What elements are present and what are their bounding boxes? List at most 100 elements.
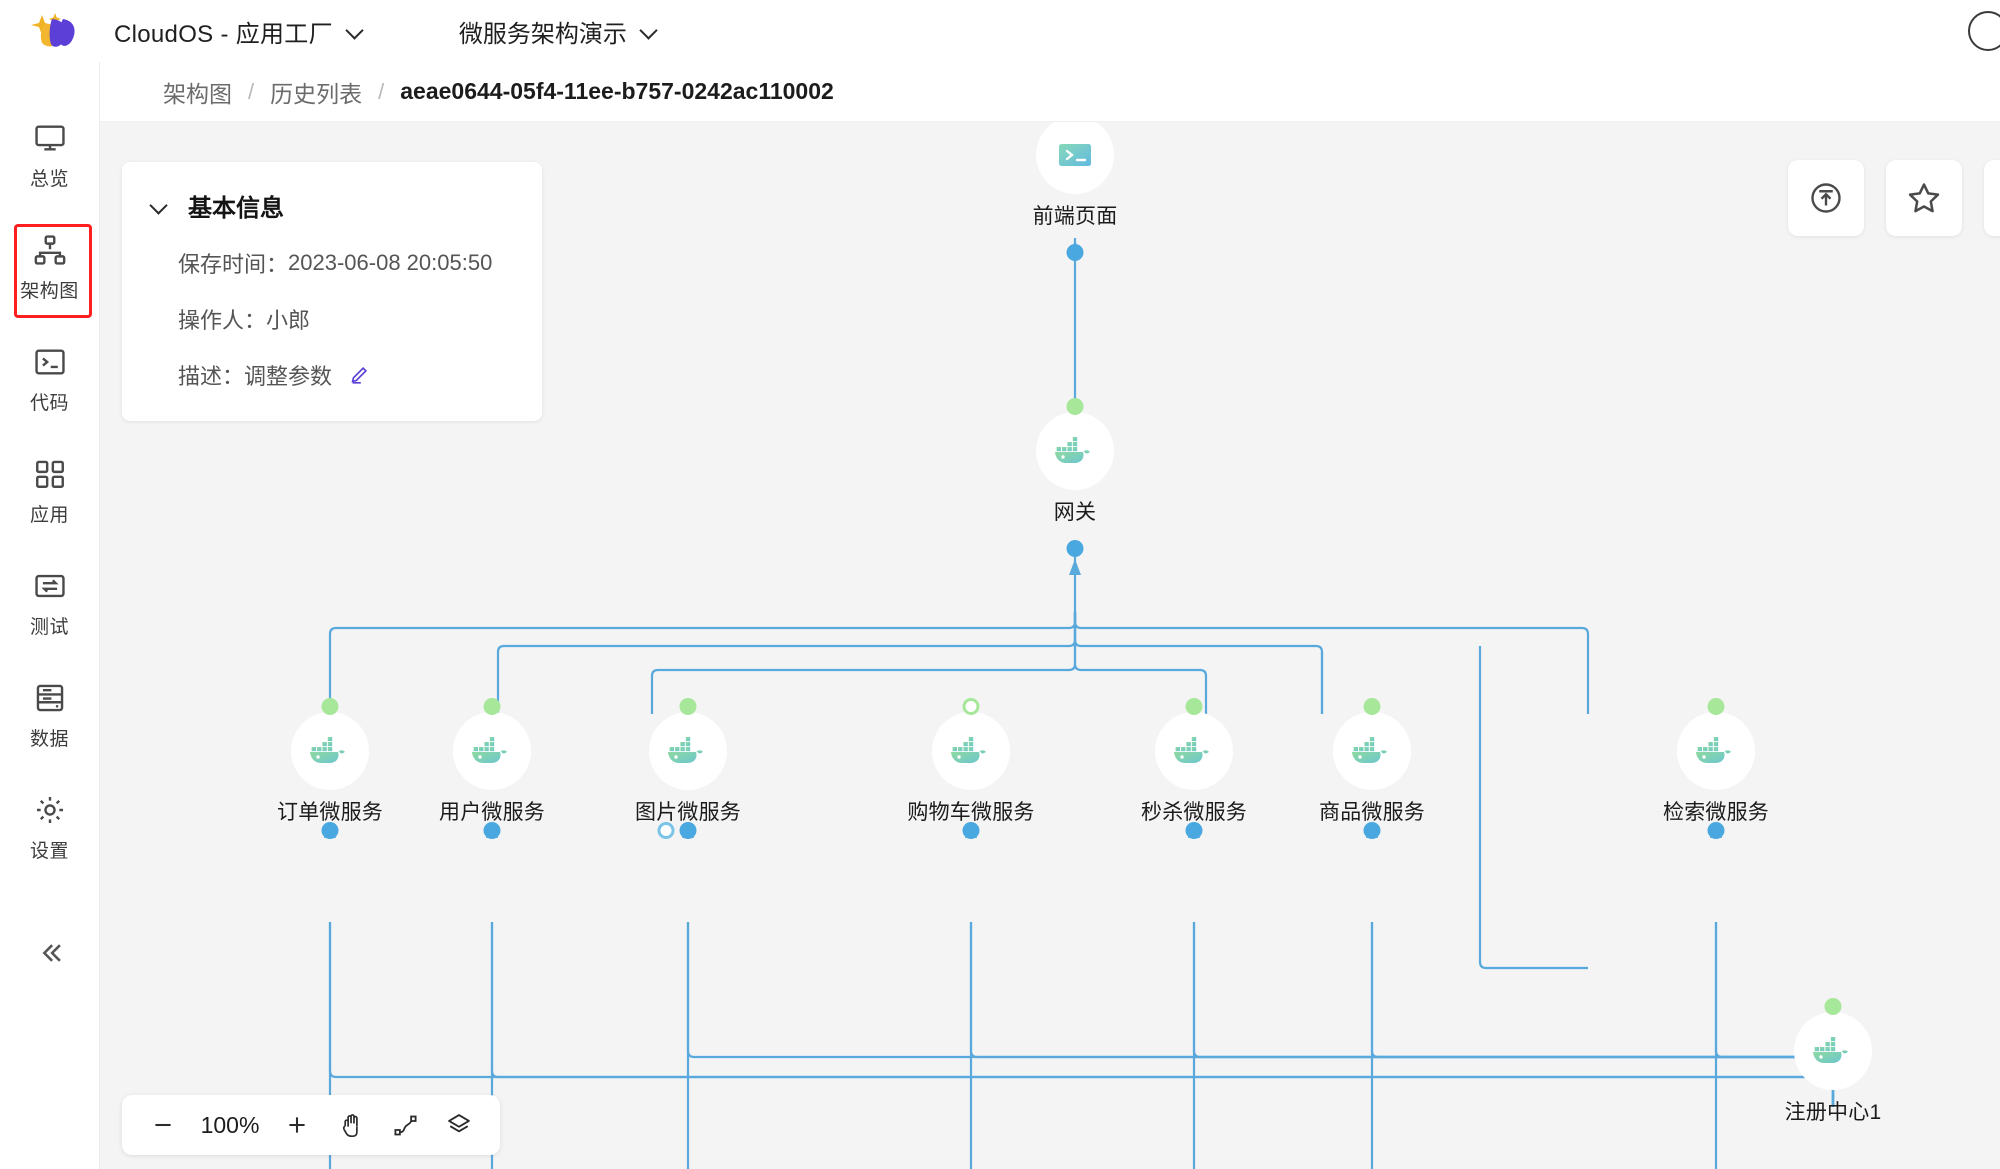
docker-icon	[668, 737, 703, 763]
grid-icon	[35, 460, 64, 488]
node-port-in-search[interactable]	[1707, 822, 1725, 839]
delete-button[interactable]	[1984, 160, 2000, 236]
restore-version-button[interactable]	[1788, 160, 1864, 236]
breadcrumb-item-current-id: aeae0644-05f4-11ee-b757-0242ac110002	[400, 78, 834, 104]
terminal-tile-icon	[1059, 144, 1091, 166]
sidebar-item-code[interactable]: 代码	[0, 324, 100, 436]
node-label-order: 订单微服务	[277, 801, 383, 824]
sidebar-item-test[interactable]: 测试	[0, 548, 100, 660]
description-row: 描述： 调整参数	[122, 359, 542, 391]
node-port-out-seckill[interactable]	[1185, 698, 1203, 715]
edit-description-button[interactable]	[348, 364, 370, 386]
sidebar-item-architecture[interactable]: 架构图	[0, 212, 100, 324]
basic-info-title: 基本信息	[188, 195, 284, 222]
architecture-canvas[interactable]: 基本信息 保存时间： 2023-06-08 20:05:50 操作人： 小郎 描…	[100, 122, 2000, 1169]
node-icon-gateway[interactable]	[1036, 412, 1114, 490]
node-port-out-gateway[interactable]	[1066, 398, 1084, 415]
node-icon-order[interactable]	[291, 712, 369, 790]
node-cart-service[interactable]: 购物车微服务	[891, 698, 1051, 839]
node-port-in-image[interactable]	[679, 822, 697, 839]
docker-icon	[1696, 737, 1731, 763]
node-port-in-frontend[interactable]	[1066, 244, 1084, 261]
node-frontend[interactable]: 前端页面	[995, 122, 1155, 261]
node-label-cart: 购物车微服务	[907, 801, 1035, 824]
plus-icon	[289, 1117, 305, 1133]
node-product-service[interactable]: 商品微服务	[1292, 698, 1452, 839]
node-seckill-service[interactable]: 秒杀微服务	[1114, 698, 1274, 839]
top-bar-right	[1968, 0, 2000, 62]
zoom-out-button[interactable]	[138, 1100, 188, 1150]
node-label-registry: 注册中心1	[1784, 1101, 1882, 1124]
node-port-out-search[interactable]	[1707, 698, 1725, 715]
layers-tool-button[interactable]	[434, 1100, 484, 1150]
chevron-down-icon	[150, 199, 168, 213]
node-icon-seckill[interactable]	[1155, 712, 1233, 790]
node-port-in-user[interactable]	[483, 822, 501, 839]
chevron-down-icon	[641, 23, 657, 39]
avatar[interactable]	[1968, 11, 2000, 51]
node-port-in-seckill[interactable]	[1185, 822, 1203, 839]
node-icon-frontend[interactable]	[1036, 122, 1114, 194]
node-port-in-image-secondary[interactable]	[657, 822, 675, 839]
node-icon-user[interactable]	[453, 712, 531, 790]
node-image-service[interactable]: 图片微服务	[608, 698, 768, 839]
node-label-product: 商品微服务	[1319, 801, 1425, 824]
app-logo[interactable]	[0, 9, 100, 53]
project-switcher[interactable]: 微服务架构演示	[459, 14, 657, 49]
edge-tool-button[interactable]	[380, 1100, 430, 1150]
edge-path-icon	[393, 1115, 417, 1135]
basic-info-card: 基本信息 保存时间： 2023-06-08 20:05:50 操作人： 小郎 描…	[122, 162, 542, 421]
app-name: CloudOS - 应用工厂	[114, 20, 333, 48]
node-port-in-order[interactable]	[321, 822, 339, 839]
node-port-in-product[interactable]	[1363, 822, 1381, 839]
node-label-seckill: 秒杀微服务	[1141, 801, 1247, 824]
node-icon-cart[interactable]	[932, 712, 1010, 790]
sidebar-collapse-button[interactable]	[0, 910, 100, 996]
node-port-out-product[interactable]	[1363, 698, 1381, 715]
node-user-service[interactable]: 用户微服务	[412, 698, 572, 839]
sidebar-item-app[interactable]: 应用	[0, 436, 100, 548]
breadcrumb-item-history[interactable]: 历史列表	[270, 80, 363, 107]
node-order-service[interactable]: 订单微服务	[250, 698, 410, 839]
sidebar-item-label: 总览	[29, 169, 69, 190]
node-registry[interactable]: 注册中心1	[1753, 998, 1913, 1126]
node-search-service[interactable]: 检索微服务	[1636, 698, 1796, 839]
breadcrumb: 架构图 / 历史列表 / aeae0644-05f4-11ee-b757-024…	[100, 62, 2000, 122]
description-value: 调整参数	[244, 364, 333, 389]
node-port-out-image[interactable]	[679, 698, 697, 715]
node-port-in-cart[interactable]	[962, 822, 980, 839]
favorite-button[interactable]	[1886, 160, 1962, 236]
node-gateway[interactable]: 网关	[995, 398, 1155, 557]
basic-info-toggle[interactable]: 基本信息	[122, 188, 542, 223]
hand-icon	[342, 1113, 358, 1137]
node-icon-image[interactable]	[649, 712, 727, 790]
node-port-out-registry[interactable]	[1824, 998, 1842, 1015]
node-port-out-order[interactable]	[321, 698, 339, 715]
sidebar-item-data[interactable]: 数据	[0, 660, 100, 772]
zoom-in-button[interactable]	[272, 1100, 322, 1150]
node-port-out-user[interactable]	[483, 698, 501, 715]
zoom-level[interactable]: 100%	[200, 1111, 260, 1138]
app-switcher[interactable]: CloudOS - 应用工厂	[114, 14, 363, 49]
save-time-value: 2023-06-08 20:05:50	[288, 250, 493, 275]
pan-tool-button[interactable]	[326, 1100, 376, 1150]
sidebar-item-settings[interactable]: 设置	[0, 772, 100, 884]
breadcrumb-item-architecture[interactable]: 架构图	[163, 80, 232, 107]
sidebar-item-label: 设置	[29, 841, 69, 862]
node-icon-search[interactable]	[1677, 712, 1755, 790]
sidebar-item-label: 应用	[29, 505, 69, 526]
docker-icon	[1055, 437, 1090, 463]
operator-value: 小郎	[266, 308, 311, 333]
node-port-in-gateway[interactable]	[1066, 540, 1084, 557]
sidebar-item-label: 代码	[29, 393, 69, 414]
sidebar-item-label: 测试	[29, 617, 69, 638]
sidebar-item-label: 数据	[29, 729, 69, 750]
database-icon	[36, 684, 63, 712]
sidebar-item-overview[interactable]: 总览	[0, 100, 100, 212]
node-icon-registry[interactable]	[1794, 1012, 1872, 1090]
node-icon-product[interactable]	[1333, 712, 1411, 790]
node-port-out-cart-unconnected[interactable]	[962, 698, 980, 715]
node-label-search: 检索微服务	[1663, 801, 1769, 824]
top-bar: CloudOS - 应用工厂 微服务架构演示	[0, 0, 2000, 62]
breadcrumb-separator: /	[248, 78, 255, 104]
